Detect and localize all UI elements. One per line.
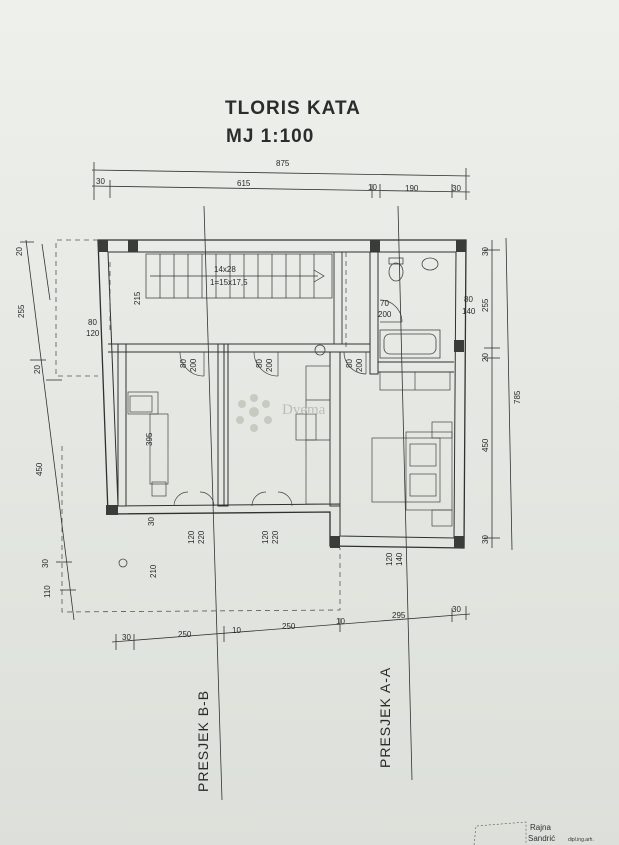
door-1-a: 80	[179, 359, 188, 368]
stair-width: 215	[133, 291, 142, 305]
dim-right-785: 785	[513, 390, 522, 404]
bath-door-b: 200	[378, 310, 392, 319]
dim-right-255: 255	[481, 298, 490, 312]
stamp-name-1: Rajna	[530, 823, 551, 832]
staircase	[145, 253, 333, 299]
door-2-a: 80	[255, 359, 264, 368]
dim-top-190: 190	[405, 184, 419, 193]
win-left-b: 120	[86, 329, 100, 338]
dim-bottom-295: 295	[392, 611, 406, 620]
dim-right-30b: 30	[481, 535, 490, 544]
door-3-b: 200	[355, 358, 364, 372]
bath-win-b: 140	[462, 307, 476, 316]
furniture-room-1	[127, 391, 169, 497]
bottom-1-a: 120	[187, 530, 196, 544]
dim-left-255: 255	[17, 304, 26, 318]
furniture-room-2	[295, 365, 331, 505]
bottom-3-a: 120	[385, 552, 394, 566]
dim-bottom-10a: 10	[232, 626, 241, 635]
bottom-3-b: 140	[395, 552, 404, 566]
dim-top-30a: 30	[96, 177, 105, 186]
door-swings	[173, 299, 403, 507]
dim-right-30a: 30	[481, 247, 490, 256]
dim-right-450: 450	[481, 438, 490, 452]
dim-bottom-10b: 10	[336, 617, 345, 626]
author-stamp: Rajna Sandrić dipl.ing.arh.	[473, 821, 594, 845]
dim-right-20: 20	[481, 353, 490, 362]
wall-fills	[98, 240, 466, 548]
drawing-scale: MJ 1:100	[226, 126, 315, 147]
bath-win-a: 80	[464, 295, 473, 304]
dim-left-110: 110	[43, 585, 52, 598]
dim-bottom-250a: 250	[178, 630, 192, 639]
dim-top-30b: 30	[452, 184, 461, 193]
dim-overall: 875	[276, 159, 290, 168]
stamp-role: dipl.ing.arh.	[568, 837, 594, 843]
section-b-label: PRESJEK B-B	[195, 690, 211, 792]
bottom-dimensions	[111, 606, 471, 650]
bottom-2-b: 220	[271, 530, 280, 544]
right-dimensions	[484, 237, 513, 551]
bathroom-fixtures	[118, 257, 441, 568]
balcony-210: 210	[149, 564, 158, 578]
corridor-walls	[108, 252, 370, 353]
wall-30: 30	[147, 517, 156, 526]
dashed-outline	[55, 239, 347, 613]
section-a-label: PRESJEK A-A	[377, 667, 393, 768]
dim-bottom-30b: 30	[452, 605, 461, 614]
bath-door-a: 70	[380, 299, 389, 308]
dim-left-20: 20	[15, 247, 24, 256]
stair-label-1: 14x28	[214, 265, 236, 274]
win-left-a: 80	[88, 318, 97, 327]
dim-left-450: 450	[35, 462, 44, 476]
drawing-title: TLORIS KATA	[225, 98, 361, 119]
room-395: 395	[145, 432, 154, 446]
bottom-1-b: 220	[197, 530, 206, 544]
dim-left-20b: 20	[33, 365, 42, 374]
left-dimensions	[20, 239, 76, 621]
watermark-text: Dvema	[282, 402, 326, 418]
stamp-name-2: Sandrić	[528, 834, 555, 843]
door-2-b: 200	[265, 358, 274, 372]
watermark: Dvema	[236, 394, 326, 432]
door-1-b: 200	[189, 358, 198, 372]
dim-bottom-30a: 30	[122, 633, 131, 642]
door-3-a: 80	[345, 359, 354, 368]
dim-bottom-250b: 250	[282, 622, 296, 631]
dim-left-30: 30	[41, 559, 50, 568]
dim-top-615: 615	[237, 179, 251, 188]
stair-label-2: 1=15x17,5	[210, 278, 248, 287]
top-dimensions	[91, 162, 471, 200]
section-lines	[203, 205, 413, 801]
furniture-bedroom	[371, 371, 453, 527]
bottom-2-a: 120	[261, 530, 270, 544]
dim-top-10: 10	[368, 183, 377, 192]
